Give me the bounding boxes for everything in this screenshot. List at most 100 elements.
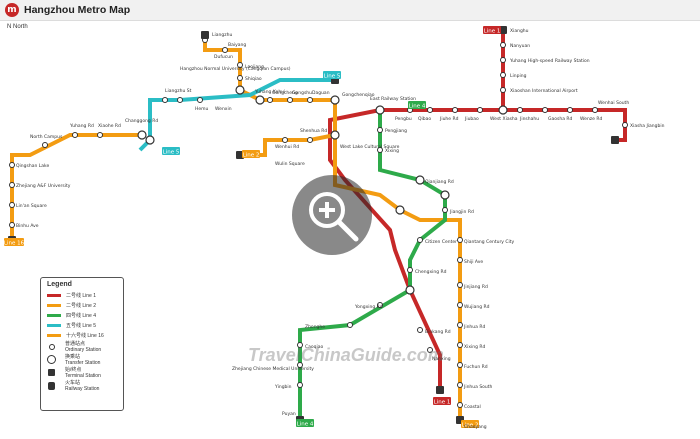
station-dot	[307, 137, 313, 143]
station-label: Wujiang Rd	[464, 304, 490, 310]
station-dot	[9, 182, 15, 188]
line4-badge[interactable]: Line 4	[408, 101, 426, 110]
station-label: Daguan	[312, 90, 330, 96]
station-label: Xixing Rd	[464, 344, 486, 350]
station-label: Xiasha Jiangbin	[630, 123, 665, 129]
station-label: Pengjiang	[385, 128, 407, 134]
station-label: Qiantang Century City	[464, 239, 515, 245]
station-label: Qianjiang Rd	[425, 179, 454, 185]
station-label: West Lake Cultural Square	[340, 144, 400, 150]
station-label: Qingshan Lake	[16, 163, 49, 169]
station-label: Pengbu	[395, 116, 412, 122]
station-dot	[427, 347, 433, 353]
station-label: Linping	[510, 73, 527, 79]
station-label: Xiaohe Rd	[98, 123, 121, 129]
svg-text:Line 16: Line 16	[4, 241, 25, 247]
line4-path	[298, 110, 447, 420]
station-label: Chengxing Rd	[415, 269, 447, 275]
stations	[9, 37, 628, 408]
station-dot	[457, 322, 463, 328]
station-label: Wenhui Rd	[275, 144, 299, 150]
line2-swatch	[47, 303, 61, 307]
station-label: Liangzhu	[212, 32, 232, 38]
line5-path	[138, 78, 335, 152]
line5-badge-left[interactable]: Line 5	[162, 147, 180, 156]
station-dot	[222, 47, 228, 53]
station-dot	[592, 107, 598, 113]
station-label: Qibao	[418, 116, 431, 122]
station-dot	[282, 137, 288, 143]
station-dot	[377, 302, 383, 308]
station-dot	[567, 107, 573, 113]
station-label: Yuhang Rd	[69, 123, 94, 129]
station-dot	[457, 382, 463, 388]
station-label: Jinshahu	[519, 116, 539, 122]
station-label: Citizen Center	[425, 239, 457, 245]
north-indicator: N North	[7, 24, 28, 30]
railway-station-icon	[48, 381, 55, 390]
station-dot	[452, 107, 458, 113]
station-label: Zhonghe	[305, 324, 325, 330]
station-label: Xianghu	[510, 28, 529, 34]
station-dot	[377, 147, 383, 153]
station-dot	[297, 382, 303, 388]
station-label: Jinjiang Rd	[463, 284, 488, 290]
svg-text:Line 1: Line 1	[434, 400, 451, 406]
zoom-in-icon[interactable]	[292, 175, 372, 255]
station-label: Xiaoshan International Airport	[510, 88, 578, 94]
app-header: m Hangzhou Metro Map	[0, 0, 700, 21]
station-dot	[42, 142, 48, 148]
station-dot	[457, 257, 463, 263]
station-label: Jiangjin Rd	[449, 209, 474, 215]
line2-badge[interactable]: Line 2	[242, 150, 260, 159]
station-dot	[517, 107, 523, 113]
station-dot	[457, 362, 463, 368]
station-dot	[500, 42, 506, 48]
station-label: Hemu	[195, 106, 209, 112]
station-dot	[162, 97, 168, 103]
station-label: Gongcheng	[272, 90, 298, 96]
station-label: Gongchenqiao	[342, 92, 375, 98]
station-dot	[72, 132, 78, 138]
station-label: Chaoyang	[464, 424, 487, 430]
station-label: Wulin Square	[275, 161, 305, 167]
station-dot	[177, 97, 183, 103]
station-dot	[307, 97, 313, 103]
station-label: Nanxing	[432, 356, 451, 362]
line2-badge-bottom[interactable]: Line 2	[461, 420, 479, 429]
line16-badge[interactable]: Line 16	[4, 238, 25, 247]
station-dot	[427, 107, 433, 113]
svg-text:Line 2: Line 2	[243, 153, 260, 159]
station-dot	[237, 62, 243, 68]
transfer-stations	[137, 85, 508, 295]
line1-badge-top[interactable]: Line 1	[483, 26, 501, 35]
legend-title: Legend	[47, 281, 72, 288]
legend-line16: 十六号线 Line 16	[47, 330, 123, 340]
line4-badge-bottom[interactable]: Line 4	[296, 419, 314, 428]
station-dot	[417, 237, 423, 243]
station-label: Wenhai South	[598, 100, 629, 106]
station-label: North Campus	[30, 134, 63, 140]
station-label: Coastal	[464, 404, 481, 410]
station-label: Hangzhou Normal University (Cangqian Cam…	[180, 66, 291, 72]
line5-swatch	[47, 323, 61, 327]
station-dot	[97, 132, 103, 138]
line5-badge-top[interactable]: Line 5	[323, 71, 341, 80]
station-dot	[457, 237, 463, 243]
metro-logo-icon: m	[5, 3, 19, 17]
watermark: TravelChinaGuide.com	[248, 345, 444, 365]
station-dot	[477, 107, 483, 113]
line1-badge-bottom[interactable]: Line 1	[433, 397, 451, 406]
station-label: Shiqiao	[245, 76, 262, 82]
station-label: Jiubao	[464, 116, 479, 122]
station-label: Gaosha Rd	[548, 116, 573, 122]
line16-path	[10, 133, 142, 240]
legend-panel: Legend 二号线 Line 1 二号线 Line 2 四号线 Line 4 …	[40, 277, 124, 411]
line4-swatch	[47, 313, 61, 317]
station-label: Binkang Rd	[425, 329, 451, 335]
station-dot	[442, 207, 448, 213]
station-label: Lin'an Square	[16, 203, 47, 209]
